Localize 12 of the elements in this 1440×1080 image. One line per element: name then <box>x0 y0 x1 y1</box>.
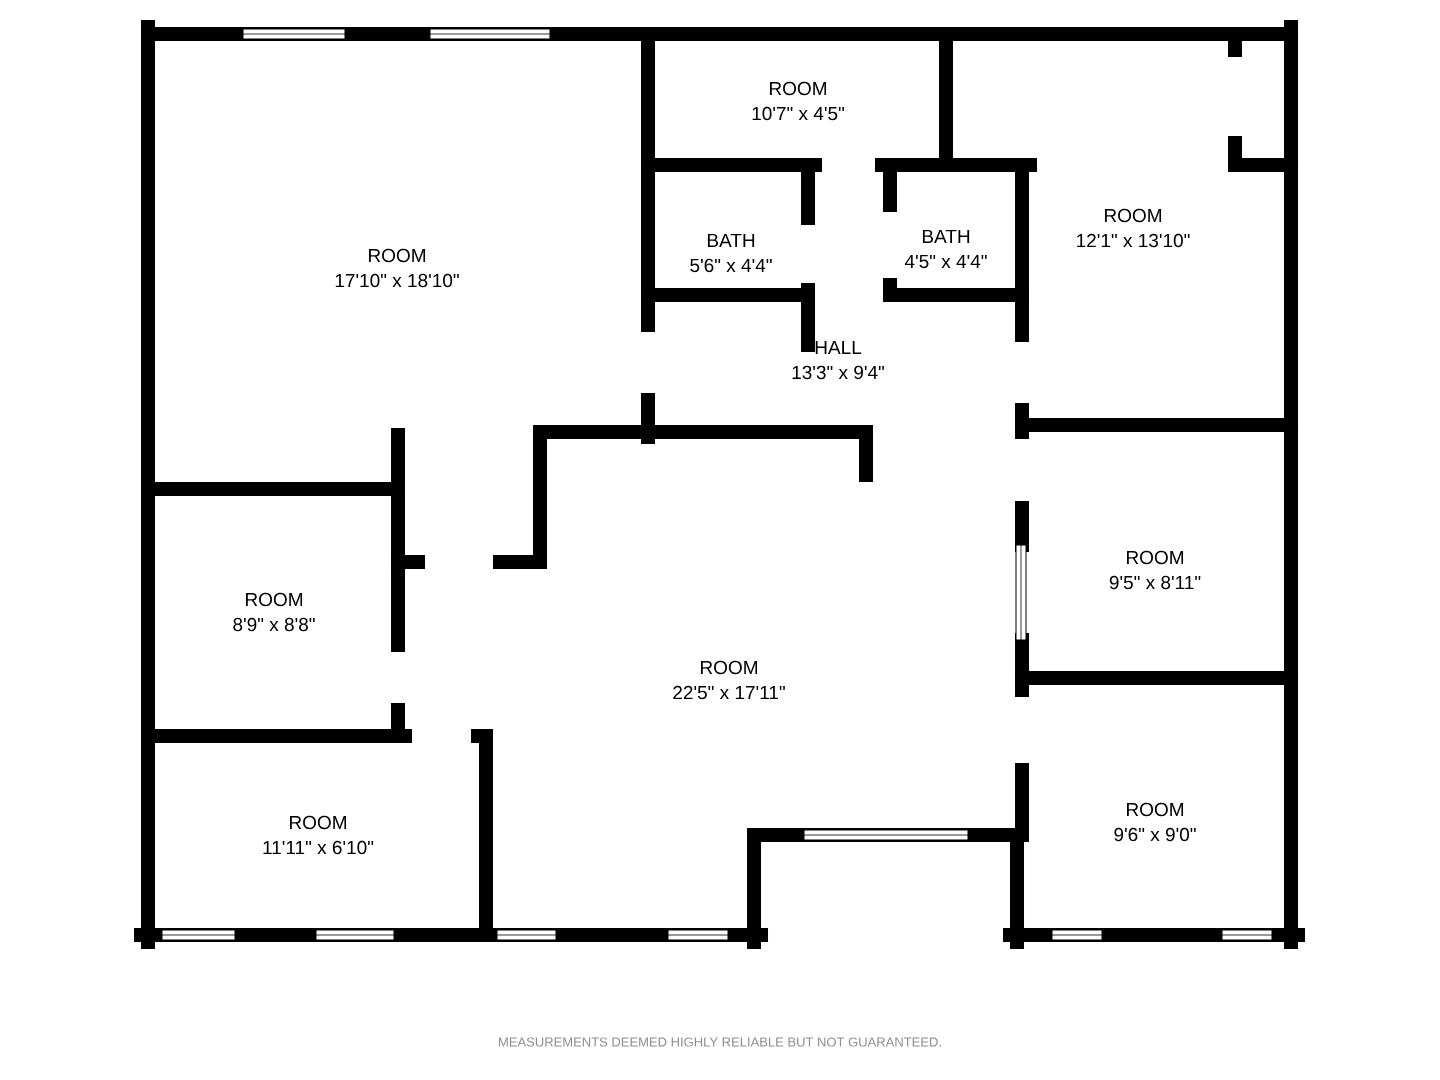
room-label: BATH 5'6" x 4'4" <box>690 233 772 273</box>
room-label: ROOM 9'6" x 9'0" <box>1114 802 1196 842</box>
room-label: ROOM 8'9" x 8'8" <box>233 592 315 632</box>
footer-note: MEASUREMENTS DEEMED HIGHLY RELIABLE BUT NOT GUARANTEED. <box>499 1037 941 1047</box>
room-label: ROOM 9'5" x 8'11" <box>1109 550 1201 590</box>
room-label: ROOM 10'7" x 4'5" <box>752 81 844 121</box>
room-label: BATH 4'5" x 4'4" <box>904 229 987 269</box>
room-label: HALL 13'3" x 9'4" <box>792 340 884 380</box>
room-label: ROOM 22'5" x 17'11" <box>673 660 785 700</box>
room-label: ROOM 11'11" x 6'10" <box>263 815 374 855</box>
room-label: ROOM 17'10" x 18'10" <box>335 248 459 288</box>
room-label: ROOM 12'1" x 13'10" <box>1077 208 1190 248</box>
